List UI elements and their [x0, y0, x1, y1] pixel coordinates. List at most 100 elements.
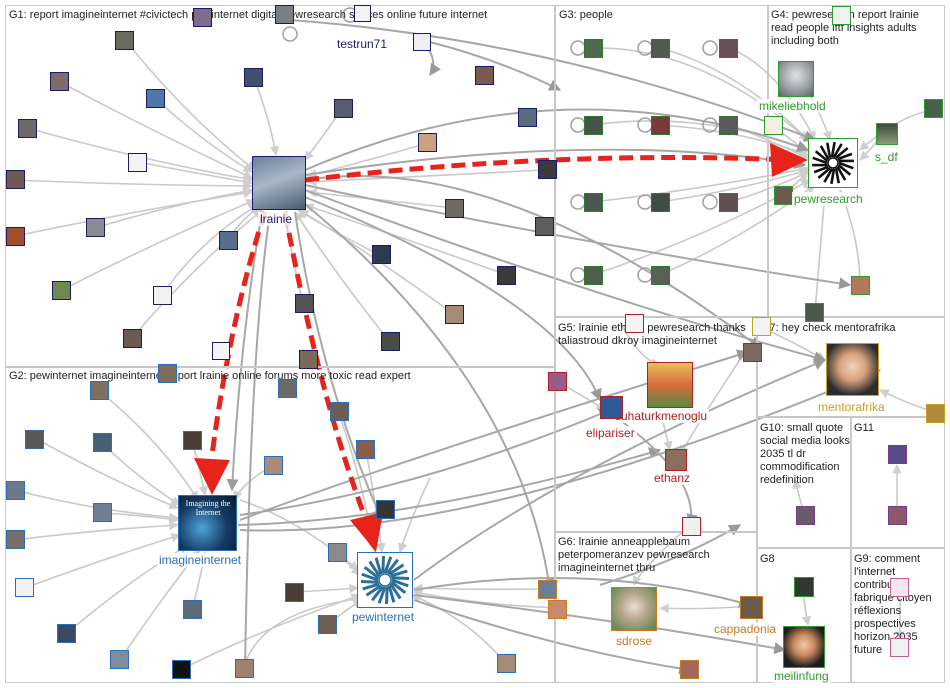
node-label-meilinfung[interactable]: meilinfung: [772, 669, 831, 683]
node-avatar[interactable]: [535, 217, 554, 236]
node-avatar[interactable]: [90, 381, 109, 400]
node-avatar[interactable]: [52, 281, 71, 300]
node-avatar[interactable]: [318, 615, 337, 634]
node-avatar[interactable]: [25, 430, 44, 449]
node-pewresearch-avatar[interactable]: [808, 138, 858, 188]
node-avatar[interactable]: [600, 396, 623, 419]
node-avatar[interactable]: [6, 481, 25, 500]
node-avatar[interactable]: [172, 660, 191, 679]
node-avatar[interactable]: [888, 445, 907, 464]
node-avatar[interactable]: [740, 596, 763, 619]
node-avatar[interactable]: [110, 650, 129, 669]
node-suhaturkmenoglu-avatar[interactable]: [647, 362, 693, 408]
node-label-pewresearch[interactable]: pewresearch: [792, 192, 865, 206]
node-avatar[interactable]: [6, 227, 25, 246]
node-avatar[interactable]: [285, 583, 304, 602]
node-avatar[interactable]: [115, 31, 134, 50]
node-avatar[interactable]: [794, 577, 814, 597]
node-label-imagineinternet[interactable]: imagineinternet: [157, 553, 244, 567]
node-avatar[interactable]: [796, 506, 815, 525]
node-avatar[interactable]: [538, 160, 557, 179]
node-avatar[interactable]: [264, 456, 283, 475]
node-avatar[interactable]: [774, 186, 793, 205]
node-avatar[interactable]: [278, 379, 297, 398]
node-label-s_df[interactable]: s_df: [873, 150, 900, 164]
node-lrainie-avatar[interactable]: [252, 156, 306, 210]
node-avatar[interactable]: [651, 193, 670, 212]
node-avatar[interactable]: [6, 170, 25, 189]
node-mentorafrika-avatar[interactable]: [826, 343, 879, 396]
node-label-lrainie[interactable]: lrainie: [258, 212, 295, 226]
node-meilinfung-avatar[interactable]: [783, 626, 825, 668]
node-avatar[interactable]: [665, 449, 687, 471]
node-avatar[interactable]: [924, 99, 943, 118]
node-avatar[interactable]: [584, 116, 603, 135]
node-avatar[interactable]: [832, 6, 851, 25]
node-label-mikeliebhold[interactable]: mikeliebhold: [757, 99, 828, 113]
node-avatar[interactable]: [764, 116, 783, 135]
node-pewinternet-avatar[interactable]: [357, 552, 413, 608]
node-avatar[interactable]: [651, 39, 670, 58]
node-avatar[interactable]: [719, 193, 738, 212]
node-avatar[interactable]: [328, 543, 347, 562]
node-avatar[interactable]: [146, 89, 165, 108]
node-avatar[interactable]: [153, 286, 172, 305]
node-avatar[interactable]: [548, 600, 567, 619]
node-avatar[interactable]: [497, 266, 516, 285]
node-avatar[interactable]: [295, 294, 314, 313]
node-avatar[interactable]: [890, 638, 909, 657]
node-avatar[interactable]: [651, 116, 670, 135]
node-label-sdrose[interactable]: sdrose: [614, 634, 655, 648]
node-avatar[interactable]: [183, 431, 202, 450]
node-sdrose-avatar[interactable]: [611, 587, 657, 631]
node-s_df-avatar[interactable]: [876, 123, 898, 145]
node-avatar[interactable]: [275, 5, 294, 24]
node-avatar[interactable]: [680, 660, 699, 679]
node-avatar[interactable]: [376, 500, 395, 519]
node-avatar[interactable]: [475, 66, 494, 85]
node-avatar[interactable]: [888, 506, 907, 525]
node-avatar[interactable]: [805, 303, 824, 322]
node-avatar[interactable]: [682, 517, 701, 536]
node-avatar[interactable]: [212, 342, 230, 360]
node-avatar[interactable]: [413, 33, 431, 51]
node-avatar[interactable]: [719, 39, 738, 58]
node-avatar[interactable]: [93, 503, 112, 522]
node-avatar[interactable]: [128, 153, 147, 172]
node-avatar[interactable]: [584, 39, 603, 58]
node-avatar[interactable]: [158, 364, 177, 383]
node-label-elipariser[interactable]: elipariser: [584, 426, 637, 440]
node-label-suhaturkmenoglu[interactable]: suhaturkmenoglu: [613, 409, 710, 423]
node-label-pewinternet[interactable]: pewinternet: [350, 610, 417, 624]
node-avatar[interactable]: [356, 440, 375, 459]
node-mikeliebhold-avatar[interactable]: [778, 61, 814, 97]
node-avatar[interactable]: [354, 5, 371, 22]
node-avatar[interactable]: [445, 199, 464, 218]
node-label-cappadonia[interactable]: cappadonia: [712, 622, 779, 636]
node-avatar[interactable]: [57, 624, 76, 643]
node-avatar[interactable]: [584, 193, 603, 212]
node-avatar[interactable]: [538, 580, 557, 599]
node-avatar[interactable]: [183, 600, 202, 619]
node-avatar[interactable]: [890, 578, 909, 597]
node-avatar[interactable]: [418, 133, 437, 152]
node-avatar[interactable]: [445, 305, 464, 324]
node-avatar[interactable]: [719, 116, 738, 135]
node-avatar[interactable]: [625, 314, 644, 333]
node-avatar[interactable]: [93, 433, 112, 452]
node-avatar[interactable]: [334, 99, 353, 118]
node-avatar[interactable]: [381, 332, 400, 351]
node-avatar[interactable]: [50, 72, 69, 91]
node-avatar[interactable]: [6, 530, 25, 549]
node-avatar[interactable]: [752, 317, 771, 336]
node-label-ethanz[interactable]: ethanz: [652, 471, 693, 485]
node-avatar[interactable]: [299, 350, 318, 369]
node-avatar[interactable]: [548, 372, 567, 391]
node-avatar[interactable]: [193, 8, 212, 27]
node-label-mentorafrika[interactable]: mentorafrika: [816, 400, 887, 414]
node-avatar[interactable]: [372, 245, 391, 264]
node-avatar[interactable]: [219, 231, 238, 250]
node-avatar[interactable]: [584, 266, 603, 285]
node-avatar[interactable]: [330, 402, 349, 421]
node-avatar[interactable]: [123, 329, 142, 348]
